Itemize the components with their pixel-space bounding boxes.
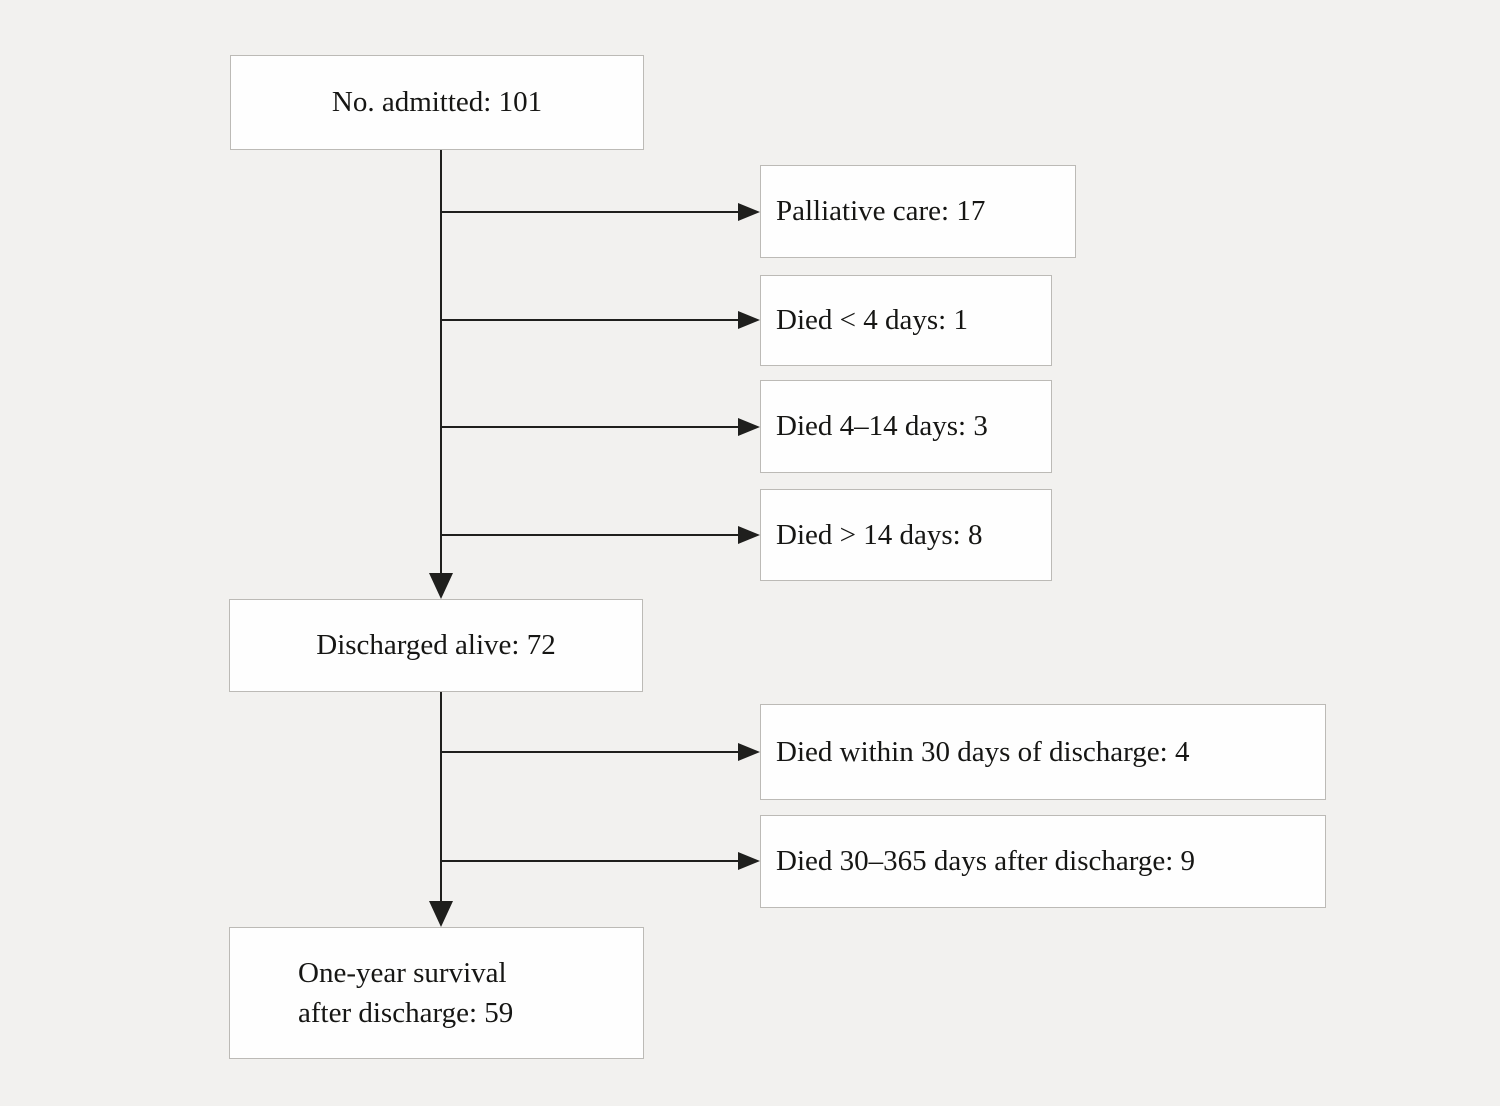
node-palliative-care-label: Palliative care: 17	[776, 195, 986, 228]
node-died-30-365-days-label: Died 30–365 days after discharge: 9	[776, 845, 1196, 878]
node-one-year-survival: One-year survival after discharge: 59	[229, 927, 644, 1059]
connector-to-died-4-14	[441, 426, 738, 428]
arrowhead-down-icon	[429, 901, 453, 927]
arrowhead-down-icon	[429, 573, 453, 599]
node-died-lt-4-days-label: Died < 4 days: 1	[776, 304, 968, 337]
connector-to-died-gt14	[441, 534, 738, 536]
node-discharged-alive-label: Discharged alive: 72	[316, 629, 556, 662]
arrowhead-right-icon	[738, 852, 760, 870]
connector-to-died-30	[441, 751, 738, 753]
node-admitted-label: No. admitted: 101	[331, 86, 543, 119]
connector-admitted-to-discharged	[440, 150, 442, 574]
node-died-within-30-days: Died within 30 days of discharge: 4	[760, 704, 1326, 800]
connector-to-died-lt4	[441, 319, 738, 321]
arrowhead-right-icon	[738, 418, 760, 436]
node-died-within-30-days-label: Died within 30 days of discharge: 4	[776, 735, 1190, 768]
arrowhead-right-icon	[738, 311, 760, 329]
node-one-year-survival-line1: One-year survival	[298, 956, 507, 989]
connector-to-died-30-365	[441, 860, 738, 862]
node-one-year-survival-label: One-year survival after discharge: 59	[298, 953, 513, 1033]
arrowhead-right-icon	[738, 203, 760, 221]
node-died-4-14-days: Died 4–14 days: 3	[760, 380, 1052, 473]
node-died-4-14-days-label: Died 4–14 days: 3	[776, 410, 988, 443]
node-died-gt-14-days: Died > 14 days: 8	[760, 489, 1052, 581]
node-one-year-survival-line2: after discharge: 59	[298, 997, 514, 1029]
node-palliative-care: Palliative care: 17	[760, 165, 1076, 258]
node-admitted: No. admitted: 101	[230, 55, 644, 150]
node-died-lt-4-days: Died < 4 days: 1	[760, 275, 1052, 366]
node-discharged-alive: Discharged alive: 72	[229, 599, 643, 692]
connector-discharged-to-oneyear	[440, 692, 442, 901]
node-died-30-365-days: Died 30–365 days after discharge: 9	[760, 815, 1326, 908]
arrowhead-right-icon	[738, 743, 760, 761]
node-died-gt-14-days-label: Died > 14 days: 8	[776, 518, 983, 551]
connector-to-palliative	[441, 211, 738, 213]
arrowhead-right-icon	[738, 526, 760, 544]
